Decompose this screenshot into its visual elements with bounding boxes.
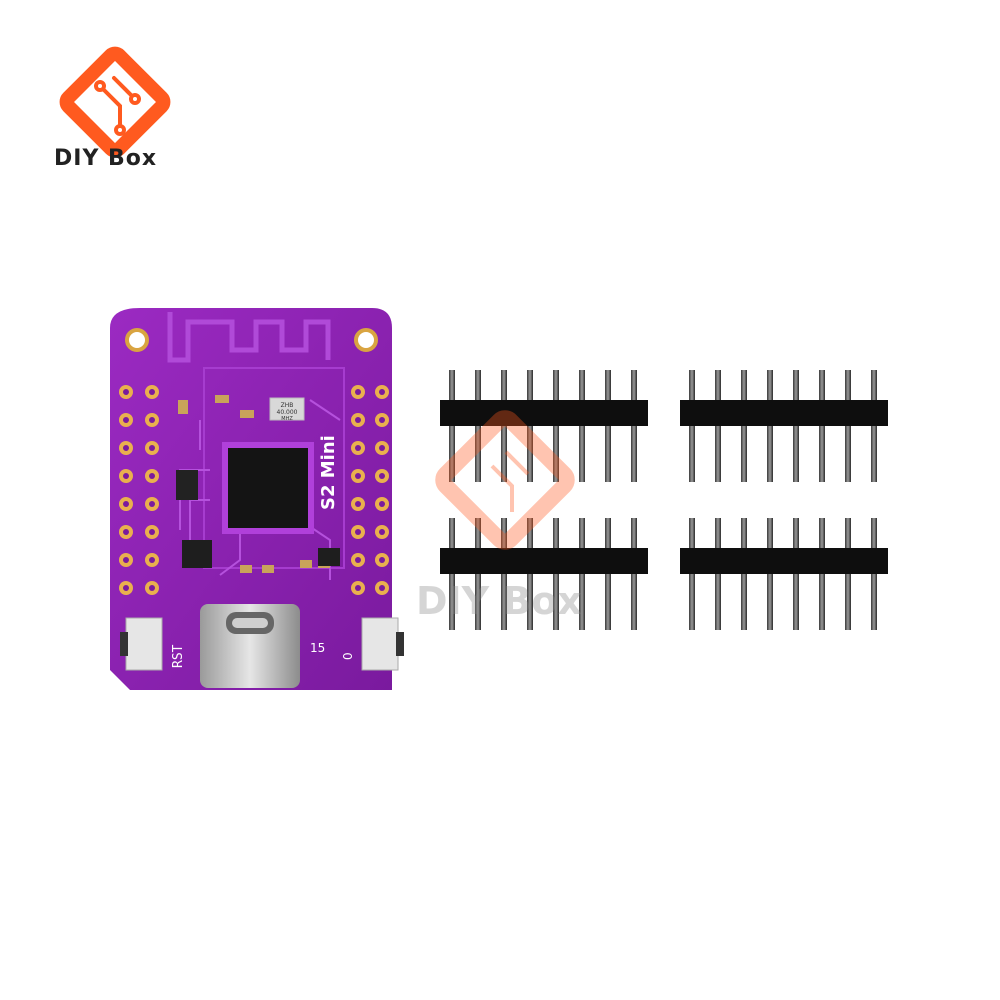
header-plastic-body xyxy=(440,548,648,574)
usb-type-c-connector xyxy=(200,604,300,688)
header-plastic-body xyxy=(680,400,888,426)
reset-button xyxy=(120,617,163,671)
pin-header-strip xyxy=(440,518,648,630)
pin-header-strip xyxy=(680,518,888,630)
pin-label-15: 15 xyxy=(310,641,325,655)
watermark: DIY Box xyxy=(416,410,582,623)
header-plastic-body xyxy=(680,548,888,574)
crystal-marking-2: 40.000 xyxy=(277,409,298,416)
pin-header-strip xyxy=(680,370,888,482)
boot-button xyxy=(361,617,404,671)
pin-label-0: 0 xyxy=(341,652,355,660)
esp32-s2-chip xyxy=(222,442,314,534)
pin-header-strips xyxy=(440,370,888,630)
reset-button-label: RST xyxy=(171,644,186,668)
brand-logo-icon xyxy=(59,46,171,158)
crystal-marking-1: ZHB xyxy=(281,402,294,409)
pcb-board xyxy=(110,308,404,690)
brand-name: DIY Box xyxy=(54,146,158,171)
pin-header-strip xyxy=(440,370,648,482)
header-plastic-body xyxy=(440,400,648,426)
watermark-text: DIY Box xyxy=(416,579,582,623)
module-label: S2 Mini xyxy=(318,435,339,510)
crystal-marking-3: MHZ xyxy=(281,416,293,422)
